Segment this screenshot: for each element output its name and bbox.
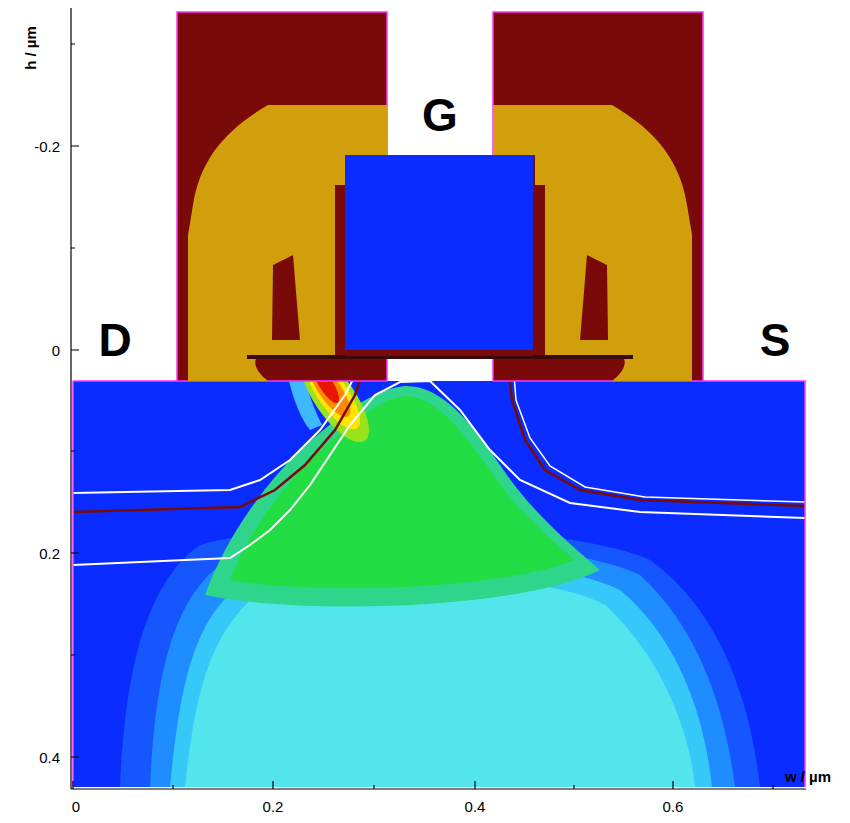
tick-number: -0.2 <box>34 139 60 154</box>
terminal-name: G <box>422 92 458 138</box>
tick-marks <box>71 44 79 757</box>
axis-title: w / µm <box>785 769 831 784</box>
axis-title: h / µm <box>23 26 38 70</box>
gate-electrode <box>345 155 533 355</box>
silicon-region <box>73 381 805 787</box>
junction-line <box>508 381 805 506</box>
y-axis <box>70 8 71 789</box>
spacer-void <box>580 255 608 340</box>
junction-line <box>73 381 362 493</box>
junction-line <box>73 381 805 565</box>
gate-oxide <box>345 350 533 356</box>
tick-number: 0.2 <box>39 546 60 561</box>
contour-band <box>230 396 575 588</box>
junction-line <box>513 381 805 502</box>
axes <box>71 8 806 789</box>
junction-line <box>73 381 366 512</box>
tick-number: 0.6 <box>663 799 684 814</box>
contour-band <box>185 576 695 787</box>
hot-spot <box>289 381 381 452</box>
tick-number: 0 <box>52 343 60 358</box>
tick-number: 0.4 <box>39 750 60 765</box>
terminal-name: D <box>98 317 131 363</box>
tick-number: 0.2 <box>263 799 284 814</box>
hot-spot <box>297 381 370 437</box>
terminal-name: S <box>760 317 791 363</box>
tick-number: 0 <box>72 799 80 814</box>
x-axis <box>71 788 806 789</box>
tick-number: 0.4 <box>465 799 486 814</box>
spacer-void <box>272 255 300 340</box>
tick-marks <box>73 781 773 789</box>
hot-spot <box>308 381 343 406</box>
region-outline <box>73 381 805 787</box>
